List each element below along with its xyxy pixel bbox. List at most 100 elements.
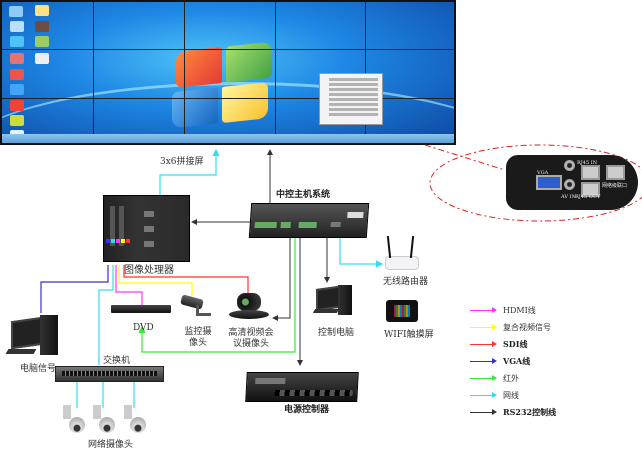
- legend-label: 网线: [503, 391, 519, 400]
- central-control-device: [248, 203, 370, 238]
- bezel-line: [93, 2, 94, 143]
- bezel-line: [275, 2, 276, 143]
- wireless-router-device: [385, 256, 419, 270]
- wire-sdi-processor-confcam: [123, 265, 249, 293]
- desktop-icon-document[interactable]: [35, 53, 49, 64]
- context-menu[interactable]: [319, 73, 383, 125]
- legend-line-swatch: [470, 310, 492, 311]
- vga-panel-label: VGA: [537, 170, 549, 176]
- network-cascade-panel-label: 网络级联口: [602, 183, 628, 189]
- legend-item: HDMI线: [460, 305, 640, 317]
- power-controller-label: 电源控制器: [284, 405, 330, 415]
- pc-signal-label: 电脑信号: [20, 364, 57, 374]
- label-line: 监控摄: [184, 327, 212, 337]
- wire-composite-processor-camera: [118, 265, 193, 296]
- network-camera-device: [93, 405, 117, 433]
- switch-label: 交换机: [103, 356, 131, 366]
- wifi-touchscreen-device: [386, 300, 418, 322]
- legend-label: 红外: [503, 374, 519, 383]
- av-in-panel-label: AV IN: [561, 194, 576, 200]
- legend-arrow-icon: [492, 307, 497, 313]
- image-processor-label: 图像处理器: [124, 265, 174, 276]
- legend-item: VGA线: [460, 356, 640, 368]
- legend-arrow-icon: [492, 341, 497, 347]
- desktop-icon-pdf[interactable]: [10, 53, 24, 64]
- legend-item: 网线: [460, 390, 640, 402]
- desktop-icon-app-2[interactable]: [35, 36, 49, 47]
- rj45-in-panel-label: RJ45 IN: [577, 160, 598, 166]
- desktop-icon-computer[interactable]: [9, 6, 23, 17]
- bnc-port-icon: [564, 179, 575, 190]
- legend-line-swatch: [470, 327, 492, 328]
- legend-label: VGA线: [503, 356, 531, 366]
- taskbar: [2, 134, 454, 143]
- bnc-port-icon: [564, 160, 575, 171]
- rj45-port-icon: [581, 182, 600, 197]
- legend-line-swatch: [470, 361, 492, 362]
- desktop-icon-recycle-bin[interactable]: [10, 21, 24, 32]
- power-controller-device: [245, 372, 359, 402]
- dvd-label: DVD: [133, 323, 154, 333]
- wallpaper-swoosh: [2, 82, 454, 143]
- legend-arrow-icon: [492, 409, 497, 415]
- desktop-icon-control-panel[interactable]: [10, 36, 24, 47]
- legend-arrow-icon: [492, 375, 497, 381]
- wire-network-control-router: [339, 238, 384, 268]
- legend-line-swatch: [470, 395, 492, 396]
- pc-signal-device: [5, 315, 60, 360]
- bezel-line: [2, 49, 454, 50]
- legend-label: 复合视频信号: [503, 323, 551, 332]
- legend-arrow-icon: [492, 324, 497, 330]
- central-control-label: 中控主机系统: [276, 190, 331, 200]
- control-pc-label: 控制电脑: [318, 328, 355, 338]
- legend-item: SDI线: [460, 339, 640, 351]
- network-camera-device: [124, 405, 148, 433]
- legend-line-swatch: [470, 412, 492, 413]
- callout-ellipse: [429, 144, 642, 222]
- legend-arrow-icon: [492, 392, 497, 398]
- legend-item: 复合视频信号: [460, 322, 640, 334]
- legend-line-swatch: [470, 378, 492, 379]
- network-camera-label: 网络摄像头: [88, 440, 134, 450]
- network-switch-device: [55, 366, 164, 382]
- bezel-line: [2, 98, 454, 99]
- wire-vga-pc-processor: [40, 265, 109, 313]
- video-wall-label: 3x6拼接屏: [160, 157, 204, 167]
- legend-line-swatch: [470, 344, 492, 345]
- label-line: 高清视频会: [228, 328, 274, 338]
- desktop-icon-qq[interactable]: [10, 115, 24, 126]
- bezel-line: [365, 2, 366, 143]
- rj45-out-panel-label: RJ45 OUT: [575, 194, 601, 200]
- wire-rs232-control-camera: [272, 238, 291, 321]
- vga-port-icon: [536, 175, 562, 190]
- surveillance-camera-label: 监控摄 像头: [180, 327, 216, 349]
- hd-conference-camera-device: [229, 293, 269, 321]
- desktop-icon-folder[interactable]: [35, 5, 49, 16]
- desktop-icon-app[interactable]: [35, 21, 49, 32]
- legend-label: RS232控制线: [503, 407, 557, 417]
- dvd-device: [111, 305, 171, 313]
- legend: HDMI线复合视频信号 SDI线 VGA线红外网线 RS232控制线: [460, 300, 640, 420]
- control-pc-device: [312, 284, 352, 315]
- image-processor-device: [103, 195, 190, 262]
- wireless-router-label: 无线路由器: [383, 277, 429, 287]
- desktop-icon-pdf-2[interactable]: [10, 69, 24, 80]
- wifi-touchscreen-label: WIFI触摸屏: [384, 330, 434, 340]
- desktop-icon-network[interactable]: [10, 84, 24, 95]
- legend-item: RS232控制线: [460, 407, 640, 419]
- label-line: 议摄像头: [232, 339, 269, 349]
- legend-label: SDI线: [503, 339, 528, 349]
- legend-arrow-icon: [492, 358, 497, 364]
- wire-ir-control-dvd: [138, 238, 296, 353]
- camera-mount: [196, 305, 211, 316]
- rear-panel-detail: [506, 155, 638, 210]
- bezel-line: [184, 2, 185, 143]
- hd-conference-camera-label: 高清视频会 议摄像头: [226, 328, 276, 350]
- rj45-port-icon: [581, 165, 600, 180]
- video-wall-display: [0, 0, 456, 145]
- legend-item: 红外: [460, 373, 640, 385]
- network-camera-device: [63, 405, 87, 433]
- legend-label: HDMI线: [503, 306, 536, 315]
- desktop-icon-media[interactable]: [10, 100, 24, 111]
- rj45-port-icon: [606, 165, 625, 180]
